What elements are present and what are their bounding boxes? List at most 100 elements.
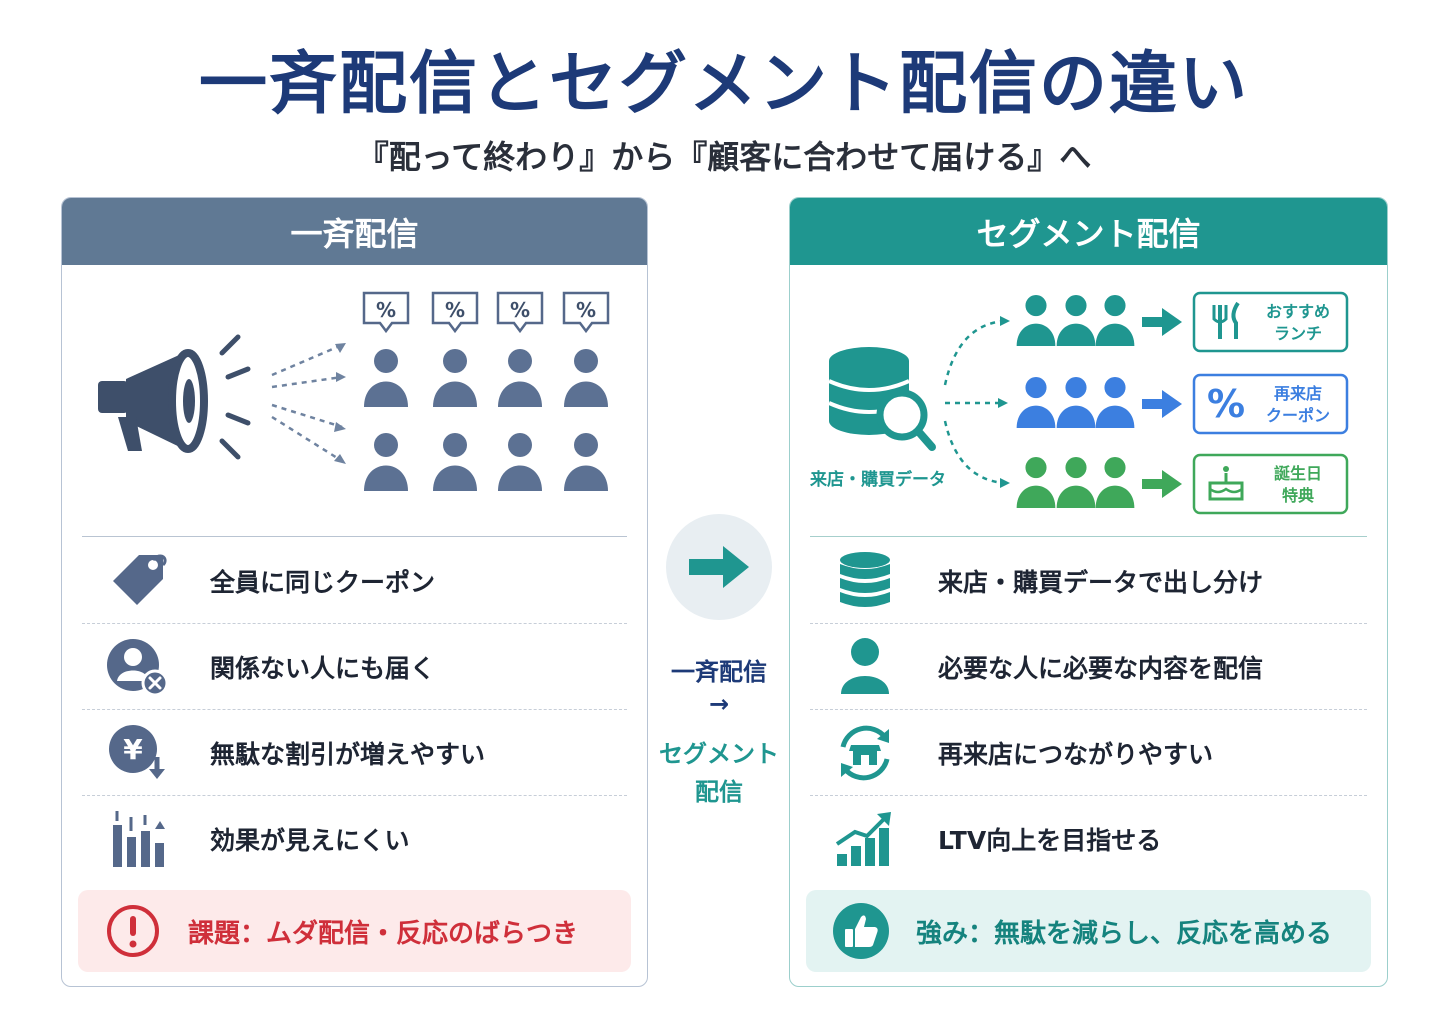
- store-cycle-icon: [840, 725, 890, 780]
- list-item-text: 全員に同じクーポン: [210, 567, 436, 597]
- transition-circle: [666, 514, 772, 620]
- segment-panel-title: セグメント配信: [790, 198, 1387, 265]
- page-title: 一斉配信とセグメント配信の違い: [198, 45, 1249, 124]
- percent-badge-icon: %: [562, 291, 610, 334]
- person-icon: [498, 349, 542, 407]
- segment-arrow-icon: [1142, 390, 1182, 418]
- segment-arrow-heads: [998, 316, 1010, 488]
- megaphone-icon: [98, 334, 251, 460]
- list-item-text: 来店・購買データで出し分け: [938, 567, 1264, 597]
- segment-offer-label-1: 再来店: [1274, 384, 1322, 403]
- exclamation-icon: [107, 905, 159, 957]
- arrow-right-icon: [689, 546, 749, 588]
- percent-badge-icon: %: [362, 291, 410, 334]
- list-item-text: 関係ない人にも届く: [210, 653, 436, 683]
- list-item: ¥ 無駄な割引が増えやすい: [82, 710, 627, 796]
- database-icon: [840, 551, 890, 607]
- person-icon: [1095, 295, 1135, 347]
- person-icon: [1016, 457, 1056, 509]
- segment-offer-label-1: 誕生日: [1274, 464, 1322, 483]
- transition-to-label-2: 配信: [695, 778, 743, 806]
- person-icon: [364, 349, 408, 407]
- list-item: LTV向上を目指せる: [810, 796, 1367, 882]
- person-icon: [1056, 377, 1096, 429]
- svg-text:%: %: [1207, 382, 1245, 426]
- bar-chart-icon: [113, 811, 165, 867]
- segment-offer-label-2: クーポン: [1266, 406, 1330, 425]
- list-item-text: 必要な人に必要な内容を配信: [938, 653, 1264, 683]
- svg-text:¥: ¥: [123, 733, 143, 766]
- person-icon: [1095, 457, 1135, 509]
- issue-banner: 課題：ムダ配信・反応のばらつき: [78, 890, 631, 972]
- transition-from-label: 一斉配信: [671, 658, 767, 686]
- user-x-icon: [107, 638, 169, 696]
- segment-panel: セグメント配信 来店・購買データ おすす: [789, 197, 1388, 987]
- list-item-text: 無駄な割引が増えやすい: [210, 739, 486, 769]
- list-item-text: 効果が見えにくい: [210, 826, 410, 855]
- list-item: 全員に同じクーポン: [82, 538, 627, 624]
- recipient-crowd: [364, 349, 608, 491]
- person-icon: [564, 433, 608, 491]
- segment-offer-label-1: おすすめ: [1266, 302, 1330, 321]
- person-icon: [1056, 457, 1096, 509]
- user-icon: [841, 637, 889, 694]
- database-search-icon: [828, 347, 936, 451]
- growth-chart-icon: [835, 812, 891, 866]
- list-item: 再来店につながりやすい: [810, 710, 1367, 796]
- list-item: 関係ない人にも届く: [82, 624, 627, 710]
- person-icon: [433, 433, 477, 491]
- segment-dotted-arrows: [943, 319, 1005, 485]
- transition-to-label-1: セグメント: [659, 740, 779, 768]
- svg-text:%: %: [510, 298, 530, 322]
- list-item-text: 再来店につながりやすい: [938, 739, 1214, 769]
- issue-banner-text: 課題：ムダ配信・反応のばらつき: [188, 918, 579, 949]
- fork-knife-icon: [1212, 301, 1240, 339]
- segment-offer-label-2: ランチ: [1274, 324, 1322, 343]
- person-icon: [1056, 295, 1096, 347]
- list-item: 効果が見えにくい: [82, 796, 627, 882]
- broadcast-dotted-arrows: [271, 343, 343, 463]
- segment-arrow-icon: [1142, 308, 1182, 336]
- broadcast-panel: 一斉配信: [61, 197, 648, 987]
- segment-offer-label-2: 特典: [1282, 486, 1314, 505]
- person-icon: [564, 349, 608, 407]
- segment-illustration: 来店・購買データ おすすめランチ% 再来店クーポン誕生日特典: [790, 265, 1387, 535]
- person-icon: [1095, 377, 1135, 429]
- yen-down-icon: ¥: [109, 724, 165, 779]
- person-icon: [1016, 377, 1056, 429]
- data-source-label: 来店・購買データ: [809, 469, 946, 490]
- broadcast-illustration-svg: %%%%: [98, 291, 610, 491]
- thumbs-up-icon: [833, 903, 889, 959]
- list-item: 必要な人に必要な内容を配信: [810, 624, 1367, 710]
- broadcast-divider: [82, 536, 627, 537]
- coupon-badges: %%%%: [362, 291, 610, 334]
- person-icon: [433, 349, 477, 407]
- percent-badge-icon: %: [496, 291, 544, 334]
- broadcast-illustration: %%%%: [62, 265, 647, 535]
- person-icon: [364, 433, 408, 491]
- list-item: 来店・購買データで出し分け: [810, 538, 1367, 624]
- broadcast-panel-title: 一斉配信: [62, 198, 647, 265]
- transition-indicator: 一斉配信 → セグメント 配信: [652, 510, 786, 810]
- broadcast-feature-list: 全員に同じクーポン 関係ない人にも届く ¥: [82, 538, 627, 882]
- svg-text:%: %: [376, 298, 396, 322]
- list-item-text: LTV向上を目指せる: [938, 826, 1162, 855]
- percent-badge-icon: %: [431, 291, 479, 334]
- price-tag-icon: [113, 554, 167, 605]
- svg-text:%: %: [445, 298, 465, 322]
- person-icon: [498, 433, 542, 491]
- transition-arrow: →: [708, 690, 730, 718]
- cake-icon: [1208, 466, 1244, 501]
- segment-feature-list: 来店・購買データで出し分け 必要な人に必要な内容を配信: [810, 538, 1367, 882]
- percent-icon: %: [1207, 382, 1245, 426]
- svg-text:%: %: [576, 298, 596, 322]
- broadcast-arrow-heads: [334, 343, 346, 464]
- strength-banner-text: 強み：無駄を減らし、反応を高める: [916, 918, 1333, 949]
